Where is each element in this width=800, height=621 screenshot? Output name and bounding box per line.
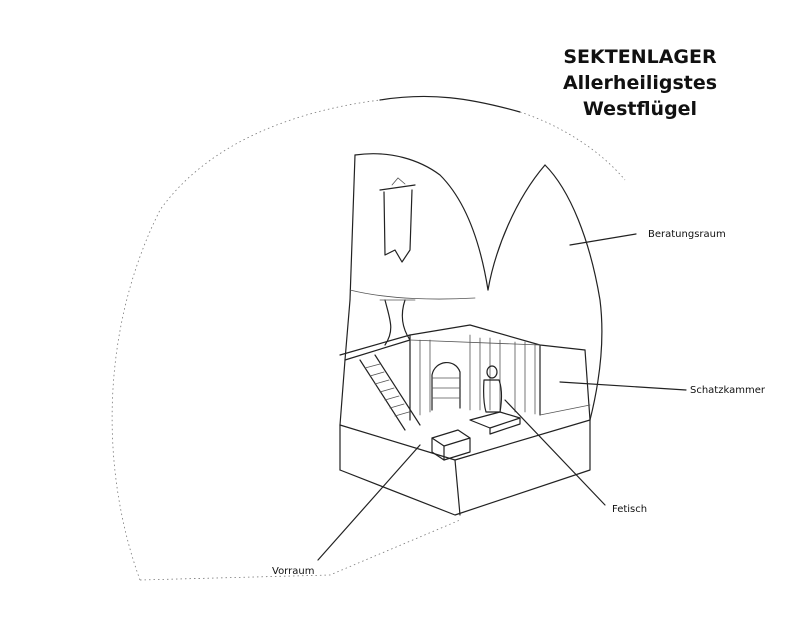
banner-icon xyxy=(380,178,415,262)
title-line-1: SEKTENLAGER xyxy=(540,44,740,70)
label-beratungsraum: Beratungsraum xyxy=(648,229,726,240)
label-fetisch: Fetisch xyxy=(612,504,647,515)
door-icon xyxy=(432,363,460,410)
staircase-icon xyxy=(360,355,420,430)
diagram-title: SEKTENLAGER Allerheiligstes Westflügel xyxy=(540,44,740,122)
label-schatzkammer: Schatzkammer xyxy=(690,385,765,396)
title-line-2: Allerheiligstes xyxy=(540,70,740,96)
treasure-room xyxy=(340,325,590,515)
treasure-chest-icon xyxy=(432,430,470,460)
title-line-3: Westflügel xyxy=(540,96,740,122)
label-vorraum: Vorraum xyxy=(272,566,314,577)
fetish-statue-icon xyxy=(470,366,520,434)
